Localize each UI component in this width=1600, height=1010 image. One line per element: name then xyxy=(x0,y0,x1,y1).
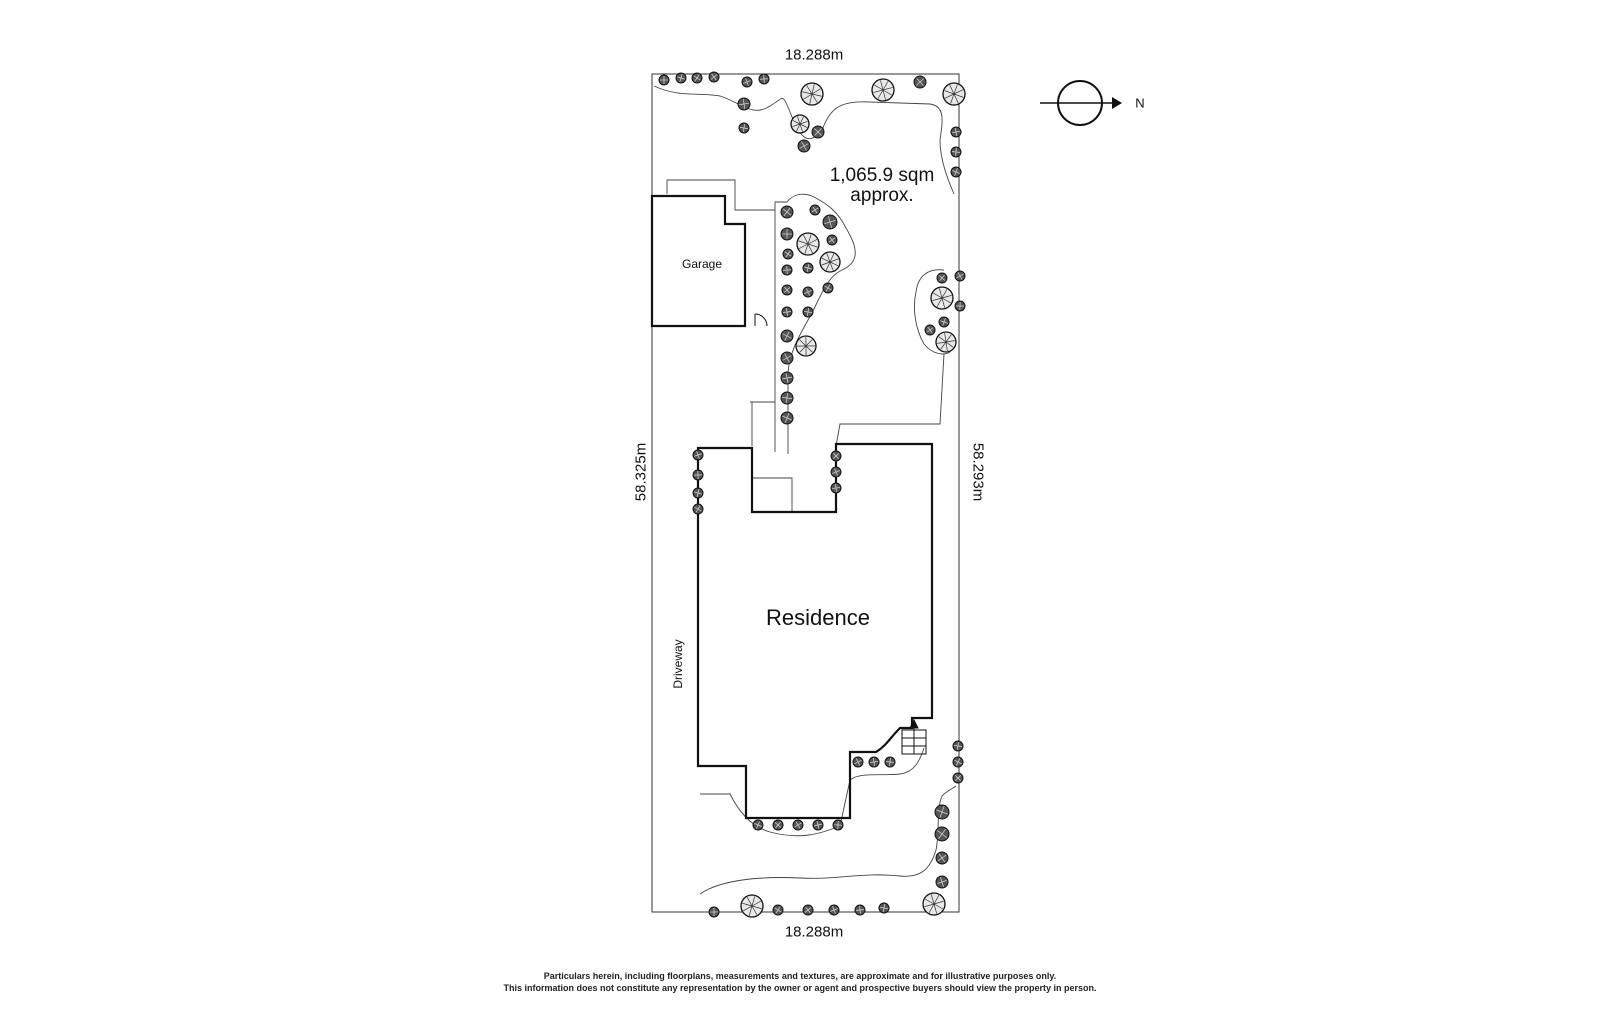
tree-icon xyxy=(830,450,842,462)
tree-icon xyxy=(871,78,895,102)
residence-outline xyxy=(696,442,934,820)
tree-icon xyxy=(852,756,864,768)
tree-icon xyxy=(758,73,770,85)
tree-icon xyxy=(780,351,794,365)
tree-icon xyxy=(738,122,750,134)
tree-icon xyxy=(934,804,950,820)
tree-icon xyxy=(792,819,804,831)
tree-icon xyxy=(822,214,838,230)
tree-icon xyxy=(922,892,946,916)
tree-icon xyxy=(952,740,964,752)
disclaimer-line-2: This information does not constitute any… xyxy=(503,983,1097,993)
tree-icon xyxy=(780,391,794,405)
tree-icon xyxy=(952,772,964,784)
driveway-label: Driveway xyxy=(671,639,685,689)
garage-outline xyxy=(650,194,747,328)
tree-icon xyxy=(930,286,954,310)
tree-icon xyxy=(675,72,687,84)
tree-icon xyxy=(942,82,966,106)
left-boundary-dimension: 58.325m xyxy=(632,442,650,502)
tree-icon xyxy=(691,72,703,84)
tree-icon xyxy=(780,227,794,241)
tree-icon xyxy=(809,204,821,216)
tree-icon xyxy=(878,902,890,914)
site-area-value: 1,065.9 sqm xyxy=(829,165,935,187)
tree-icon xyxy=(950,126,962,138)
tree-icon xyxy=(811,125,825,139)
tree-icon xyxy=(780,329,794,343)
tree-icon xyxy=(708,71,720,83)
tree-icon xyxy=(826,234,838,246)
bottom-boundary-dimension: 18.288m xyxy=(784,923,844,941)
tree-icon xyxy=(868,756,880,768)
tree-icon xyxy=(795,335,817,357)
tree-icon xyxy=(952,756,964,768)
garage-label: Garage xyxy=(681,257,723,271)
tree-icon xyxy=(737,97,751,111)
north-arrow-icon xyxy=(1040,80,1122,126)
tree-icon xyxy=(780,371,794,385)
tree-icon xyxy=(954,300,966,312)
tree-icon xyxy=(781,264,793,276)
tree-icon xyxy=(780,205,794,219)
disclaimer: Particulars herein, including floorplans… xyxy=(0,970,1600,994)
tree-icon xyxy=(884,756,896,768)
tree-icon xyxy=(797,139,811,153)
tree-icon xyxy=(800,82,824,106)
tree-icon xyxy=(830,466,842,478)
tree-icon xyxy=(828,904,840,916)
tree-icon xyxy=(781,284,793,296)
tree-icon xyxy=(796,232,820,256)
tree-icon xyxy=(772,904,784,916)
tree-icon xyxy=(924,324,936,336)
entry-steps xyxy=(901,718,927,755)
right-boundary-dimension: 58.293m xyxy=(969,442,987,502)
tree-icon xyxy=(752,819,764,831)
tree-icon xyxy=(938,316,950,328)
tree-icon xyxy=(780,411,794,425)
tree-icon xyxy=(802,286,814,298)
tree-icon xyxy=(822,282,834,294)
tree-icon xyxy=(830,482,842,494)
tree-icon xyxy=(802,262,814,274)
tree-icon xyxy=(950,166,962,178)
tree-icon xyxy=(935,851,949,865)
tree-icon xyxy=(936,272,948,284)
residence-label: Residence xyxy=(766,605,870,630)
tree-icon xyxy=(692,469,704,481)
tree-icon xyxy=(832,819,844,831)
tree-icon xyxy=(740,894,764,918)
tree-icon xyxy=(935,331,957,353)
garage-door-swing xyxy=(754,313,768,327)
site-area-label: 1,065.9 sqm approx. xyxy=(830,166,935,206)
top-boundary-dimension: 18.288m xyxy=(784,46,844,64)
tree-icon xyxy=(741,76,753,88)
tree-icon xyxy=(934,826,950,842)
trees-layer xyxy=(658,71,966,918)
north-label: N xyxy=(1135,95,1145,111)
tree-icon xyxy=(790,114,810,134)
tree-icon xyxy=(781,306,793,318)
tree-icon xyxy=(854,904,866,916)
disclaimer-line-1: Particulars herein, including floorplans… xyxy=(543,971,1057,981)
tree-icon xyxy=(950,146,962,158)
tree-icon xyxy=(692,449,704,461)
tree-icon xyxy=(812,819,824,831)
tree-icon xyxy=(782,248,794,260)
tree-icon xyxy=(802,904,814,916)
tree-icon xyxy=(935,875,949,889)
site-area-qualifier: approx. xyxy=(850,185,914,206)
tree-icon xyxy=(708,906,720,918)
garden-bed-outlines xyxy=(653,85,957,895)
tree-icon xyxy=(802,306,814,318)
tree-icon xyxy=(692,503,704,515)
tree-icon xyxy=(692,487,704,499)
tree-icon xyxy=(658,74,670,86)
tree-icon xyxy=(913,75,927,89)
tree-icon xyxy=(772,819,784,831)
tree-icon xyxy=(954,270,966,282)
tree-icon xyxy=(819,251,841,273)
